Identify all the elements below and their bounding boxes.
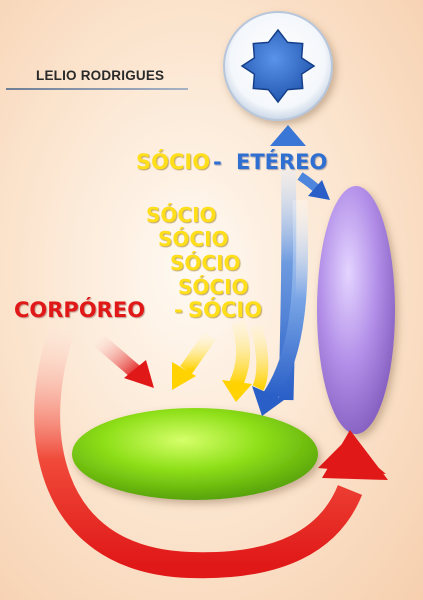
author-name: LELIO RODRIGUES (36, 68, 165, 83)
label-socio-stack-1: SÓCIO (146, 203, 217, 227)
author-underline (6, 88, 188, 90)
green-ellipse (72, 408, 318, 500)
label-corporeo-dash: - (174, 298, 183, 322)
label-corporeo-socio: SÓCIO (188, 298, 263, 322)
yellow-arrow-1-shaft (180, 331, 216, 375)
label-corporeo: CORPÓREO (14, 298, 146, 322)
star-icon (240, 28, 316, 104)
blue-up-arrowhead (270, 125, 306, 146)
yellow-arrow-1-head (172, 362, 196, 390)
blue-small-arrowhead (308, 180, 330, 200)
label-socio-etereo-dash: - (213, 150, 222, 174)
label-socio-stack-3: SÓCIO (170, 251, 241, 275)
yellow-arrow-2-shaft (229, 319, 251, 387)
label-socio-stack-2: SÓCIO (158, 227, 229, 251)
yellow-arrow-3-shaft (250, 324, 269, 391)
label-socio-stack-4: SÓCIO (178, 275, 249, 299)
blue-down-arrowhead (252, 386, 284, 416)
yellow-arrow-2-head (222, 380, 252, 402)
red-arrowhead (124, 360, 154, 388)
label-socio-etereo-left: SÓCIO (136, 150, 211, 174)
star-badge (223, 11, 333, 121)
label-etereo: ETÉREO (236, 150, 328, 174)
purple-ellipse (317, 186, 395, 434)
red-arrow-shaft (91, 332, 143, 380)
red-loop-arrowhead-tip (322, 430, 388, 480)
blue-down-arrow-shaft (263, 199, 309, 401)
red-loop-arrow (34, 325, 363, 579)
